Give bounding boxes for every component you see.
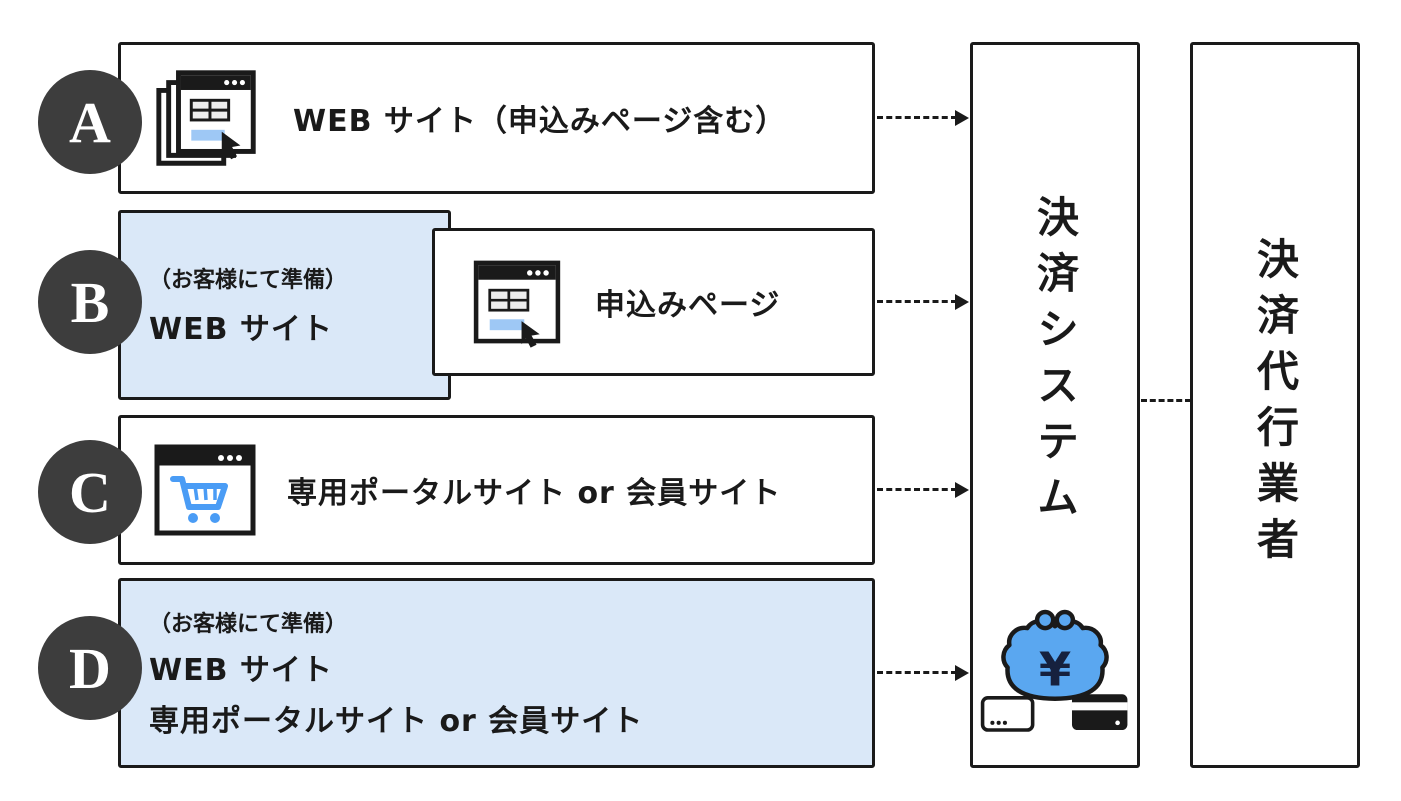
browser-icon — [467, 252, 567, 352]
arrow-d — [877, 665, 969, 681]
badge-c: C — [38, 440, 142, 544]
row-a-box: WEB サイト（申込みページ含む） — [118, 42, 875, 194]
coin-purse-icon: ¥ — [979, 597, 1131, 745]
arrow-b — [877, 294, 969, 310]
row-c-label: 専用ポータルサイト or 会員サイト — [287, 476, 782, 511]
row-b-label: 申込みページ — [595, 288, 781, 323]
row-d-note: （お客様にて準備） — [149, 612, 348, 637]
row-d-line2: 専用ポータルサイト or 会員サイト — [149, 704, 644, 739]
row-b-note: （お客様にて準備） — [149, 268, 348, 293]
row-b-blue-label: WEB サイト — [149, 312, 333, 347]
arrow-a — [877, 110, 969, 126]
payment-system-box: 決済システム ¥ — [970, 42, 1140, 768]
row-d-blue-box: （お客様にて準備） WEB サイト 専用ポータルサイト or 会員サイト — [118, 578, 875, 768]
connector-system-agency — [1141, 399, 1191, 402]
payment-system-label: 決済システム — [1030, 195, 1080, 531]
row-b-blue-box: （お客様にて準備） WEB サイト — [118, 210, 451, 400]
badge-a: A — [38, 70, 142, 174]
row-b-box: 申込みページ — [432, 228, 875, 376]
svg-text:¥: ¥ — [1039, 642, 1071, 696]
row-d-line1: WEB サイト — [149, 653, 333, 688]
payment-agency-box: 決済代行業者 — [1190, 42, 1360, 768]
row-a-label: WEB サイト（申込みページ含む） — [293, 104, 787, 139]
payment-agency-label: 決済代行業者 — [1250, 237, 1300, 573]
badge-d: D — [38, 616, 142, 720]
arrow-c — [877, 482, 969, 498]
row-c-box: 専用ポータルサイト or 会員サイト — [118, 415, 875, 565]
badge-b: B — [38, 250, 142, 354]
cart-browser-icon — [149, 439, 261, 541]
stacked-browser-icon — [149, 59, 267, 177]
